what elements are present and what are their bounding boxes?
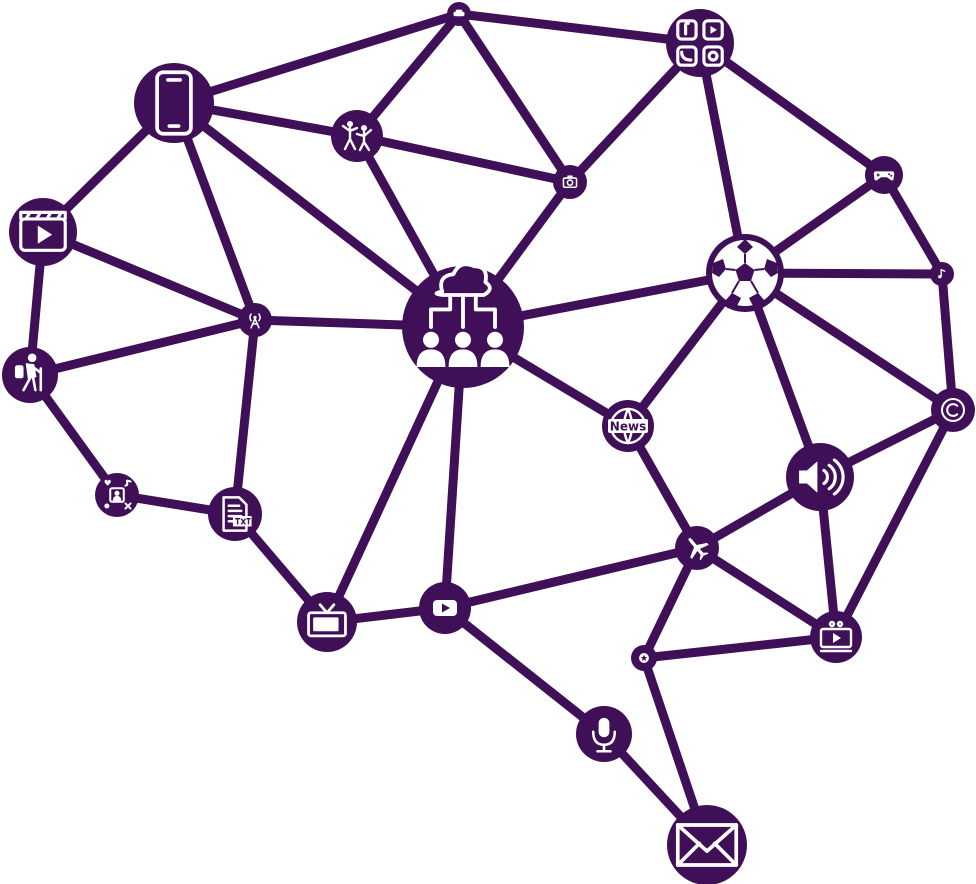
node-plane <box>675 526 719 570</box>
broadcast-tower-icon <box>249 313 261 329</box>
node-copyright <box>931 388 975 432</box>
car-icon <box>453 9 465 17</box>
edge-soccer-copyright <box>740 268 958 415</box>
edge-social-gamepad <box>695 38 889 180</box>
copyright-icon <box>940 397 966 423</box>
gamepad-icon <box>873 171 895 181</box>
node-dance <box>331 110 383 162</box>
node-cloud <box>402 262 524 388</box>
edge-plane-screen <box>692 543 841 642</box>
txt-document-icon <box>222 496 252 532</box>
node-hiker <box>2 347 58 403</box>
dancing-people-icon <box>341 121 373 152</box>
node-disc <box>553 165 587 199</box>
video-clapper-icon <box>19 210 67 252</box>
news-label: News <box>610 420 646 434</box>
edge-music-copyright <box>937 269 958 415</box>
node-disc <box>134 63 214 143</box>
tv-icon <box>307 603 347 638</box>
node-social <box>666 9 734 77</box>
edge-social-soccer <box>695 38 750 278</box>
node-tv <box>297 592 357 652</box>
edge-car-social <box>454 9 705 48</box>
edge-car-dance <box>352 9 464 141</box>
node-car <box>447 2 471 26</box>
node-mail <box>667 805 747 884</box>
node-document <box>208 487 262 541</box>
social-media-icon <box>676 19 724 67</box>
node-disc <box>930 262 954 286</box>
edge-car-camera <box>454 9 575 187</box>
music-note-icon <box>938 268 946 279</box>
influencer-icon <box>104 479 132 510</box>
edge-plane-youtube <box>440 543 702 613</box>
edge-broadcast-document <box>230 315 260 519</box>
node-speaker <box>786 443 854 511</box>
node-phone <box>134 63 214 143</box>
node-disc <box>786 443 854 511</box>
edge-phone-car <box>169 9 464 108</box>
node-news: News <box>602 400 654 452</box>
camera-icon <box>562 175 578 189</box>
star-icon <box>639 653 649 663</box>
node-youtube <box>419 582 471 634</box>
node-gamepad <box>865 156 903 194</box>
microphone-icon <box>591 717 617 753</box>
node-mic <box>576 706 632 762</box>
play-button-icon <box>433 600 457 616</box>
edge-gamepad-music <box>879 170 947 279</box>
soccer-ball-icon <box>710 238 780 308</box>
node-music <box>930 262 954 286</box>
edge-clapper-broadcast <box>38 227 260 325</box>
node-broadcast <box>238 303 272 337</box>
edge-star-screen <box>639 632 841 663</box>
smartphone-icon <box>155 70 193 136</box>
node-camera <box>553 165 587 199</box>
speaker-icon <box>799 458 845 496</box>
edge-broadcast-hiker <box>25 315 260 380</box>
edge-dance-camera <box>352 131 575 187</box>
node-screen <box>810 611 862 663</box>
envelope-icon <box>675 823 739 867</box>
airplane-icon <box>688 538 709 561</box>
node-disc <box>331 110 383 162</box>
node-soccer <box>706 234 784 312</box>
edge-youtube-mic <box>440 603 609 739</box>
video-screen-icon <box>819 620 853 653</box>
node-disc <box>931 388 975 432</box>
node-star <box>631 645 657 671</box>
cloud-network-icon <box>416 262 510 367</box>
edge-copyright-screen <box>831 405 958 642</box>
node-disc <box>208 487 262 541</box>
hiker-icon <box>14 353 43 392</box>
news-globe-icon: News <box>608 407 648 445</box>
node-disc <box>666 9 734 77</box>
node-influencer <box>95 473 139 517</box>
node-clapper <box>9 198 77 266</box>
